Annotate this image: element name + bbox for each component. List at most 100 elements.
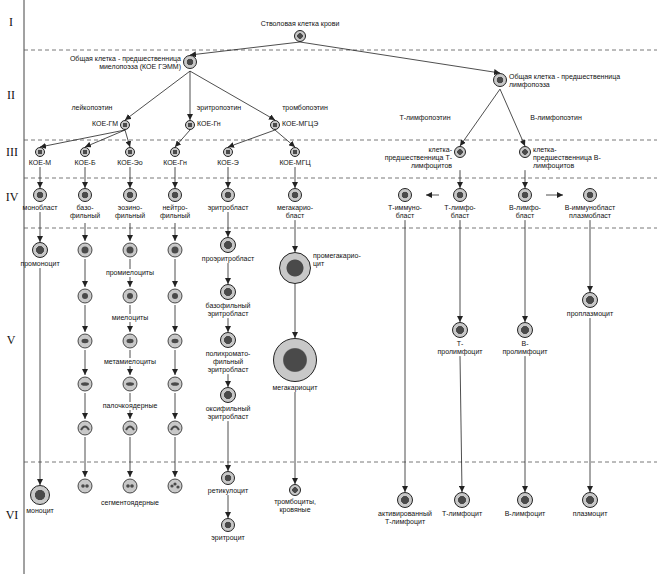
cell-nucleus — [126, 382, 134, 386]
cell-node: мегакариоцит — [273, 338, 318, 392]
cell-label: КОЕ-МГЦ — [279, 159, 310, 167]
cell-label: КОЕ-М — [29, 159, 51, 167]
annotation-label: Т-лимфопоэтин — [398, 114, 451, 122]
cell-circle — [78, 289, 92, 303]
cell-node: В-пролимфоцит — [500, 322, 550, 356]
connector-arrow — [460, 170, 461, 188]
cell-arrow — [130, 437, 131, 477]
cell-circle — [185, 120, 195, 130]
connector-arrow — [175, 130, 190, 147]
connector-arrow — [525, 170, 526, 188]
cell-nucleus — [127, 339, 134, 343]
cell-node: В-лимфо-бласт — [504, 188, 546, 220]
connector-arrow — [85, 167, 86, 188]
connector-arrow — [295, 284, 296, 338]
cell-nucleus — [85, 484, 89, 488]
connector-arrow — [460, 356, 462, 492]
cell-label: КОЕ-Э — [217, 159, 238, 167]
connector-arrow — [40, 212, 41, 242]
cell-arrow — [175, 437, 176, 477]
cell-nucleus — [81, 427, 89, 431]
cell-label: активированный Т-лимфоцит — [377, 510, 433, 526]
connector-arrow — [426, 195, 439, 196]
cell-node: плазмоцит — [573, 492, 608, 518]
row-number: IV — [6, 191, 19, 203]
cell-label: эритробласт — [208, 204, 249, 212]
cell-circle — [582, 292, 598, 308]
cell-nucleus — [172, 293, 178, 299]
cell-circle — [168, 188, 182, 202]
cell-label: Т-лимфоцит — [442, 510, 482, 518]
cell-node: Т-лимфо-бласт — [439, 188, 481, 220]
cell-arrow — [130, 223, 131, 241]
connector-arrow — [40, 268, 41, 485]
cell-label: монобласт — [23, 204, 58, 212]
connector-arrow — [500, 89, 525, 146]
cell-node: клетка-предшественница Т-лимфоцитов — [382, 146, 466, 170]
cell-label: плазмоцит — [573, 510, 608, 518]
cell-node: Общая клетка - предшественница миелопоэз… — [31, 55, 197, 71]
cell-node: Т-лимфоцит — [442, 492, 482, 518]
cell-label: проэритробласт — [202, 255, 254, 263]
cell-node: промоноцит — [20, 242, 59, 268]
cell-circle — [123, 243, 137, 257]
cell-circle — [582, 492, 598, 508]
cell-nucleus — [126, 484, 130, 488]
annotation-label: промиелоциты — [105, 269, 155, 277]
cell-label: тромбоциты, кровяные — [265, 498, 325, 514]
row-number: III — [6, 146, 18, 158]
granulocyte-nuclei — [81, 247, 180, 489]
connector-arrow — [40, 130, 125, 147]
cell-circle — [288, 188, 302, 202]
cell-nucleus — [127, 247, 134, 254]
cell-label: полихромато-фильный эритробласт — [197, 350, 259, 374]
cell-arrow — [175, 393, 176, 419]
cell-circle — [517, 492, 533, 508]
cell-node: проэритробласт — [202, 237, 254, 263]
cell-label: В-пролимфоцит — [500, 340, 550, 356]
cell-circle — [123, 188, 137, 202]
cell-nucleus — [82, 293, 88, 299]
cell-arrow — [85, 223, 86, 241]
cell-label: Общая клетка - предшественница лимфопоэз… — [509, 73, 621, 89]
cell-circle — [290, 147, 300, 157]
cell-node: тромбоциты, кровяные — [265, 484, 325, 514]
cell-nucleus — [126, 427, 134, 431]
cell-nucleus — [171, 427, 179, 431]
connector-arrow — [228, 374, 229, 387]
cell-circle — [168, 421, 182, 435]
cell-node: эритробласт — [208, 188, 249, 212]
cell-arrow — [175, 223, 176, 241]
cell-arrow — [85, 437, 86, 477]
connector-arrow — [228, 167, 229, 188]
connector-arrow — [460, 89, 500, 146]
row-number: II — [7, 89, 15, 101]
cell-circle — [223, 147, 233, 157]
cell-label: КОЕ-ГМ — [92, 120, 118, 128]
connector-arrow — [405, 220, 406, 492]
connector-arrow — [130, 167, 131, 188]
annotation-label: метамиелоциты — [103, 358, 157, 366]
cell-label: Т-пролимфоцит — [435, 340, 485, 356]
cell-node: клетка-предшественница В-лимфоцитов — [519, 146, 603, 170]
cell-node: оксифильный эритробласт — [197, 387, 259, 421]
cell-label: КОЕ-МГЦЭ — [282, 120, 318, 128]
cell-node: Т-иммуно-бласт — [384, 188, 426, 220]
cell-label: Т-иммуно-бласт — [384, 204, 426, 220]
cell-arrow — [85, 305, 86, 332]
cell-node: базо-фильный — [65, 188, 105, 220]
cell-circle — [35, 147, 45, 157]
connector-arrow — [190, 42, 300, 55]
cell-circle — [493, 73, 507, 87]
cell-node: КОЕ-МГЦ — [279, 147, 310, 167]
cell-circle — [78, 377, 92, 391]
cell-node: полихромато-фильный эритробласт — [197, 332, 259, 374]
cell-label: Общая клетка - предшественница миелопоэз… — [31, 55, 181, 71]
cell-label: КОЕ-Эо — [117, 159, 142, 167]
cell-label: В-лимфоцит — [505, 510, 546, 518]
cell-nucleus — [130, 484, 134, 488]
cell-nucleus — [173, 482, 176, 485]
cell-label: оксифильный эритробласт — [197, 405, 259, 421]
